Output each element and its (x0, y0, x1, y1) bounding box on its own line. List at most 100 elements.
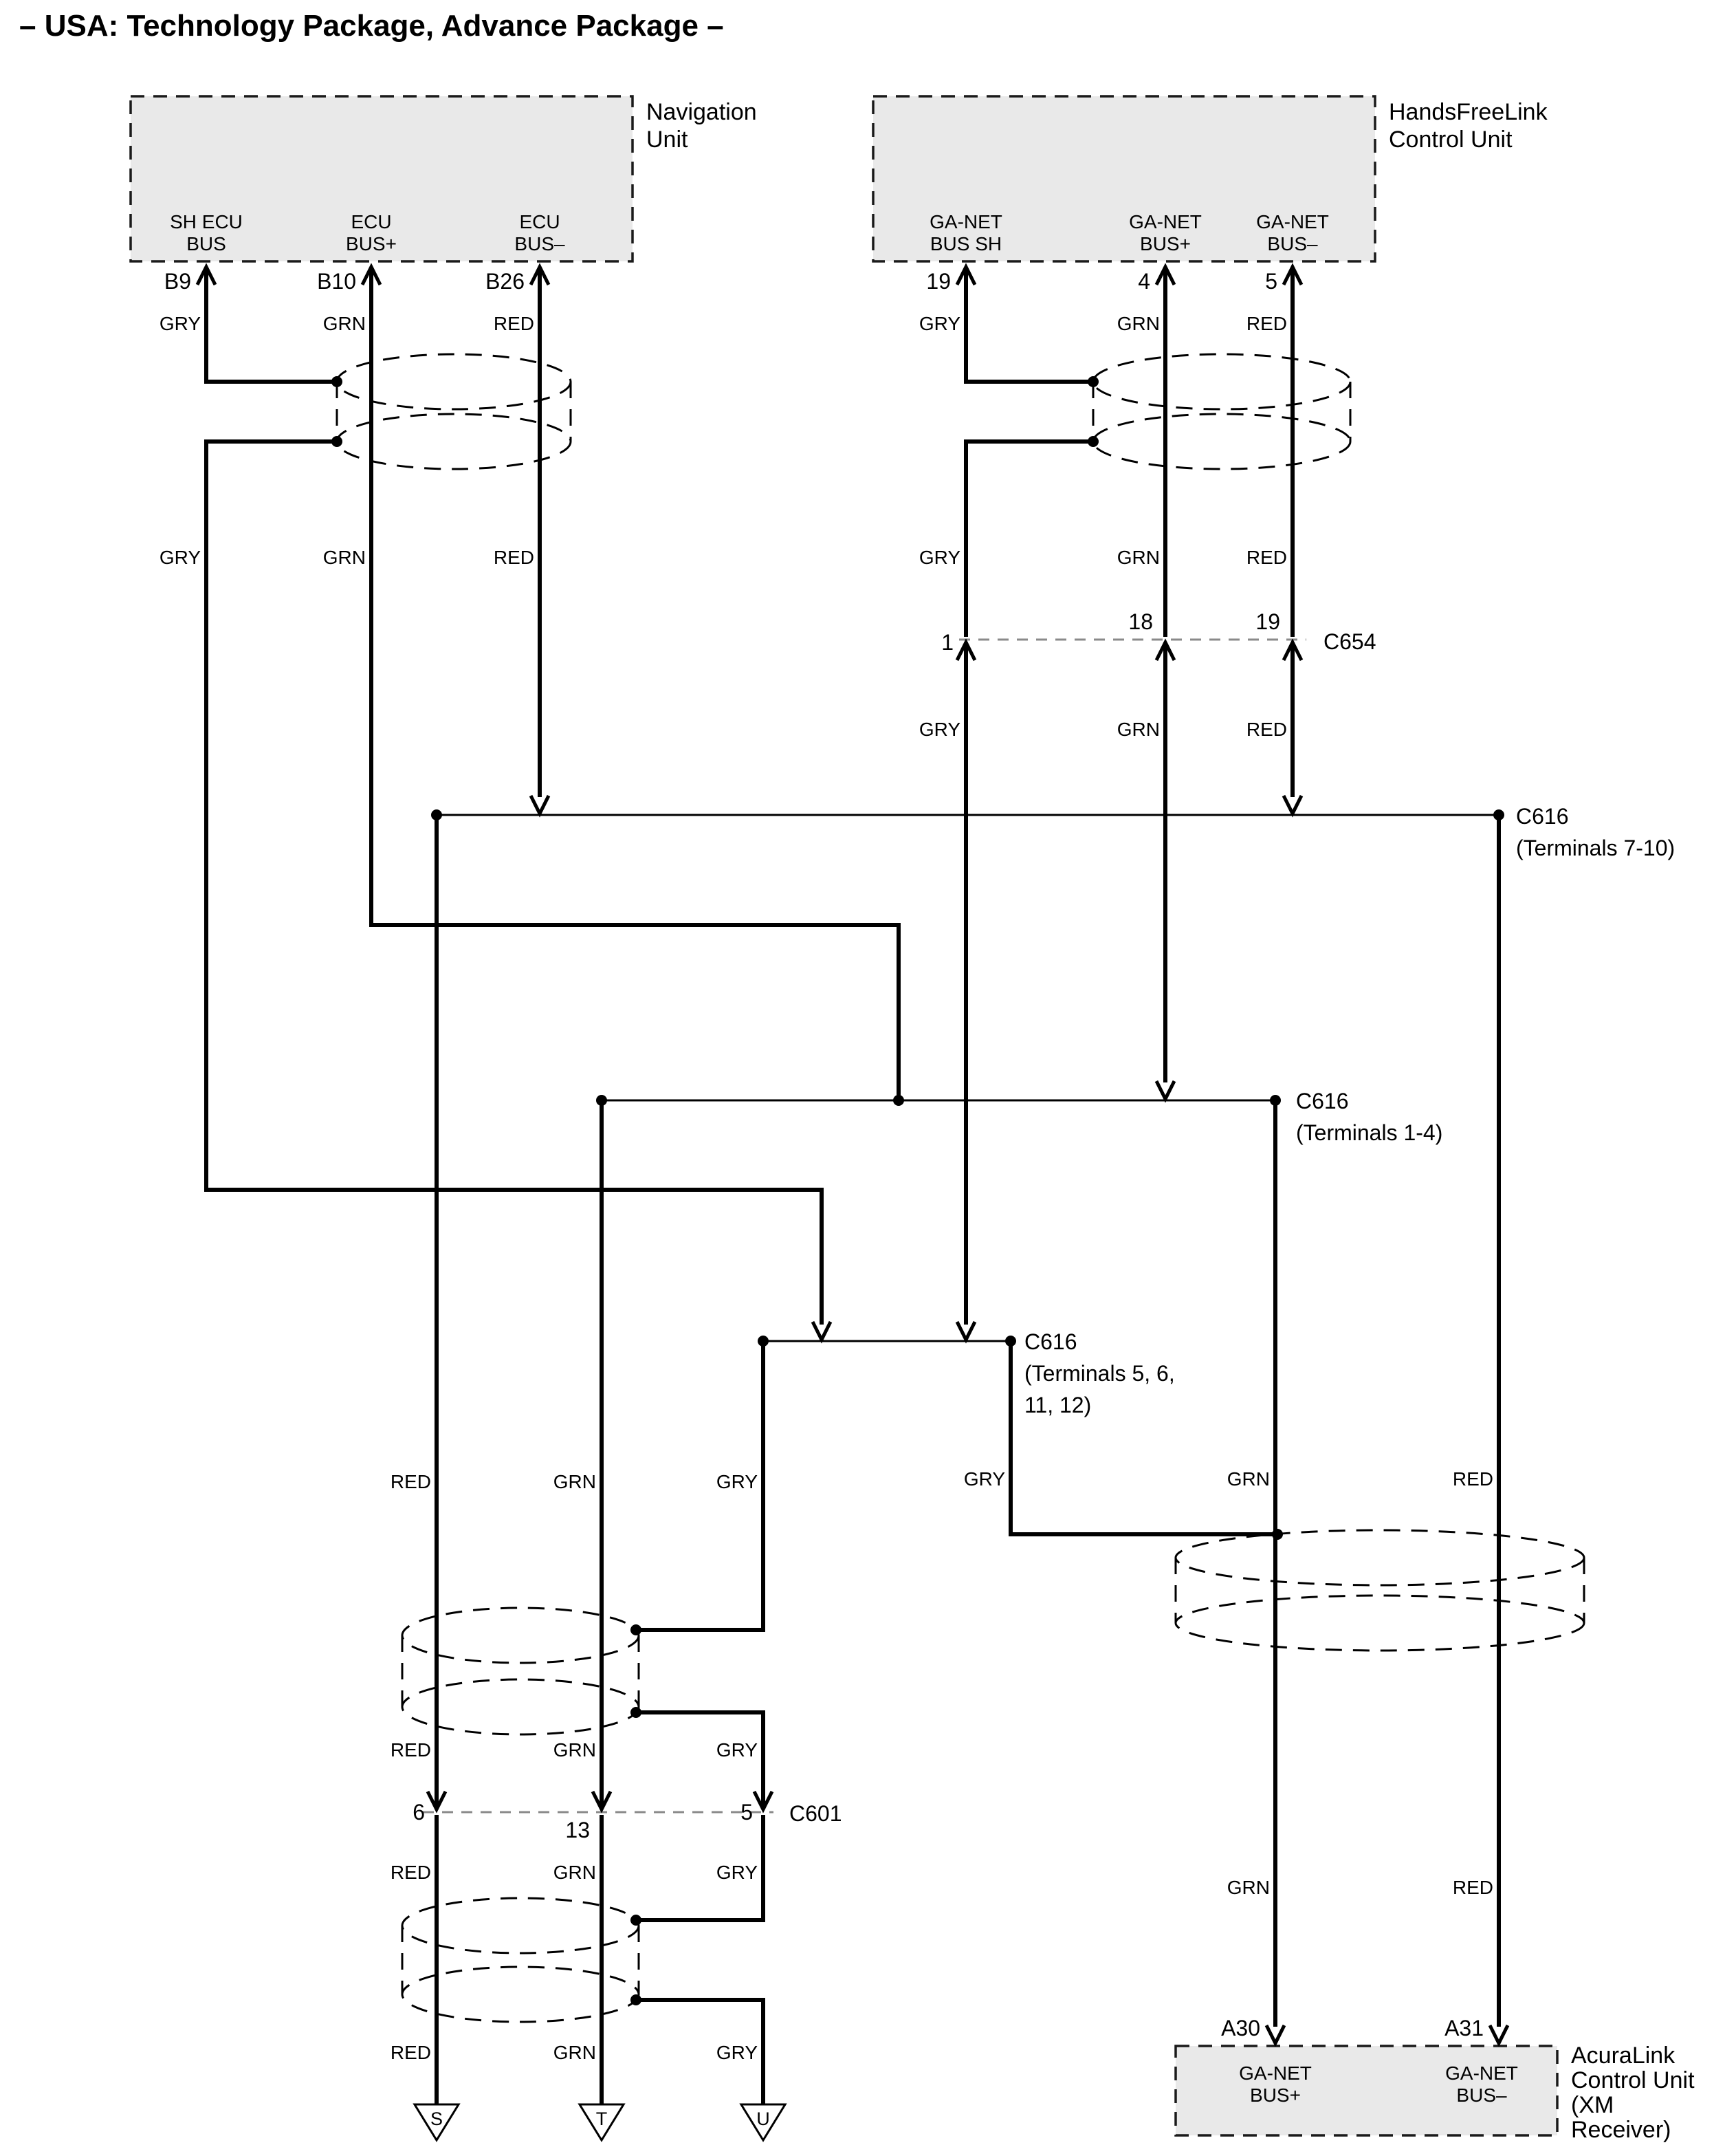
wire-color-label: RED (1246, 313, 1287, 334)
pin-id: B9 (164, 269, 191, 294)
pin-id: 19 (926, 269, 951, 294)
bus-label: GA-NET (1239, 2062, 1312, 2084)
splice-dot (1088, 376, 1099, 387)
wire-gry-hfl-in (964, 268, 1093, 384)
bus-label: BUS+ (1250, 2084, 1301, 2106)
wire-color-label: RED (391, 2042, 431, 2063)
ground-label: T (596, 2109, 608, 2129)
inline-terminal-arrow-icon (591, 1790, 613, 1814)
connector-label: C616 (1296, 1089, 1349, 1113)
unit-title: Receiver) (1571, 2117, 1671, 2143)
terminal-number: 1 (941, 630, 954, 655)
splice-dot (893, 1095, 904, 1106)
wire-gry-ground-2 (636, 1710, 765, 1809)
unit-title: Control Unit (1571, 2067, 1695, 2093)
ground-u: U (739, 2103, 787, 2142)
wire-color-label: RED (1246, 547, 1287, 568)
connector-label: (Terminals 1-4) (1296, 1120, 1442, 1145)
shield-acuralink-cable (1174, 1529, 1585, 1652)
wire-color-label: GRY (919, 547, 960, 568)
bus-label: ECU (519, 211, 560, 232)
wire-end-arrow-icon (811, 1320, 833, 1344)
splice-dot (1272, 1529, 1283, 1540)
wire-color-label: GRY (919, 719, 960, 740)
junction-dots (331, 376, 1504, 2005)
connector-label: 11, 12) (1024, 1393, 1091, 1417)
wire-gry-ground-1 (636, 1341, 765, 1632)
unit-title: HandsFreeLink (1389, 99, 1548, 125)
wire-color-label: GRY (716, 1739, 758, 1761)
bus-label: BUS– (1267, 233, 1318, 254)
shield-ground-cable-2 (401, 1897, 640, 2023)
terminal-arrow-icon (1264, 2024, 1286, 2047)
wire-end-arrow-icon (955, 1320, 977, 1344)
terminal-arrow-icon (529, 263, 551, 286)
terminal-arrow-icon (1282, 263, 1304, 286)
wire-color-label: GRY (716, 1471, 758, 1492)
splice-dot (431, 809, 442, 820)
unit-title: AcuraLink (1571, 2043, 1675, 2069)
wire-end-arrow-icon (529, 794, 551, 818)
unit-title: Navigation (646, 99, 757, 125)
splice-dot (331, 376, 342, 387)
bus-label: BUS (186, 233, 226, 254)
inline-terminal-arrow-icon (752, 1790, 774, 1814)
connector-c654: 1 18 19 C654 (941, 609, 1376, 655)
wire-color-label: GRY (964, 1468, 1005, 1490)
wire-color-label: GRN (553, 1471, 596, 1492)
wire-color-label: GRY (716, 1862, 758, 1883)
terminal-arrow-icon (1488, 2024, 1510, 2047)
pin-id: A31 (1444, 2016, 1484, 2040)
connector-label: (Terminals 5, 6, (1024, 1361, 1175, 1386)
splice-dot (1005, 1336, 1016, 1347)
wire-color-label: GRN (1117, 547, 1160, 568)
terminal-number: 6 (413, 1800, 425, 1825)
wire-gry-navigation-in (204, 268, 337, 384)
wire-gry-navigation-out (204, 439, 824, 1325)
terminal-number: 13 (565, 1818, 590, 1842)
unit-title: Unit (646, 127, 688, 153)
wire-end-arrow-icon (1282, 794, 1304, 818)
wire-color-labels: GRY GRN RED GRY GRN RED GRY GRN RED GRY … (160, 313, 1493, 2063)
wire-gry-ground-4 (636, 1998, 765, 2104)
bus-label: GA-NET (1256, 211, 1329, 232)
wire-gry-hfl-out (964, 439, 1093, 637)
wire-color-label: GRY (160, 547, 201, 568)
pin-id: 5 (1265, 269, 1277, 294)
wire-color-label: RED (1453, 1877, 1493, 1898)
bus-label: GA-NET (1129, 211, 1202, 232)
splice-dot (630, 1994, 641, 2005)
wire-color-label: GRN (553, 1739, 596, 1761)
wires-grn (369, 268, 1277, 2104)
shield-ellipse (1174, 1594, 1585, 1652)
terminal-number: 18 (1128, 609, 1153, 634)
bus-label: BUS+ (346, 233, 397, 254)
diagram-title: – USA: Technology Package, Advance Packa… (19, 9, 724, 43)
shield-ellipse (1092, 413, 1352, 470)
wire-color-label: GRY (160, 313, 201, 334)
splice-dot (630, 1915, 641, 1926)
navigation-unit-box (129, 95, 634, 263)
bus-label: SH ECU (170, 211, 243, 232)
connector-label: C654 (1323, 629, 1376, 654)
bus-label: BUS– (514, 233, 565, 254)
wire-color-label: GRN (553, 2042, 596, 2063)
connector-c601: 6 13 5 C601 (413, 1800, 842, 1842)
pin-id: 4 (1138, 269, 1150, 294)
wire-color-label: GRN (1117, 313, 1160, 334)
shield-ground-cable-1 (401, 1607, 640, 1736)
wire-color-label: GRY (716, 2042, 758, 2063)
wire-color-label: GRN (1227, 1877, 1270, 1898)
ground-triangle-icon (413, 2103, 461, 2142)
connector-label: C616 (1516, 804, 1569, 829)
wire-color-label: RED (494, 313, 534, 334)
wire-color-label: RED (1246, 719, 1287, 740)
connector-c616-terminals-1-4: C616 (Terminals 1-4) (602, 1089, 1442, 1145)
wire-color-label: GRN (553, 1862, 596, 1883)
terminal-arrow-icon (955, 263, 977, 286)
splice-dot (630, 1707, 641, 1718)
bus-label: GA-NET (1445, 2062, 1518, 2084)
connector-label: (Terminals 7-10) (1516, 836, 1675, 860)
pin-id: A30 (1221, 2016, 1260, 2040)
